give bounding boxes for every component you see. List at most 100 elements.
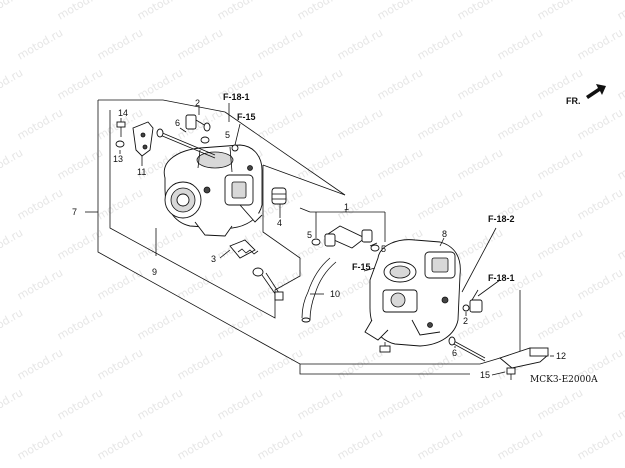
watermark-text: motod.ru xyxy=(535,0,585,23)
watermark-text: motod.ru xyxy=(615,0,625,23)
watermark-text: motod.ru xyxy=(415,426,465,462)
watermark-text: motod.ru xyxy=(55,306,105,342)
callout-14: 14 xyxy=(118,108,128,118)
watermark-text: motod.ru xyxy=(95,26,145,62)
connector-pipe xyxy=(299,207,386,252)
watermark-text: motod.ru xyxy=(335,106,385,142)
ref-f18-2[interactable]: F-18-2 xyxy=(488,214,515,224)
watermark-text: motod.ru xyxy=(615,66,625,102)
parts-top-left xyxy=(115,114,239,159)
watermark-text: motod.ru xyxy=(535,386,585,422)
watermark-text: motod.ru xyxy=(255,106,305,142)
watermark-text: motod.ru xyxy=(0,226,25,262)
watermark-text: motod.ru xyxy=(615,226,625,262)
callout-6-right: 6 xyxy=(452,348,457,358)
watermark-text: motod.ru xyxy=(295,66,345,102)
watermark-text: motod.ru xyxy=(615,386,625,422)
watermark-text: motod.ru xyxy=(615,306,625,342)
ref-f15-top[interactable]: F-15 xyxy=(237,112,256,122)
watermark-text: motod.ru xyxy=(415,186,465,222)
callout-2-right: 2 xyxy=(463,316,468,326)
callout-5-mid: 5 xyxy=(307,230,312,240)
callout-4: 4 xyxy=(277,218,282,228)
diagram-code: MCK3-E2000A xyxy=(530,375,598,385)
watermark-text: motod.ru xyxy=(335,186,385,222)
watermark-text: motod.ru xyxy=(455,146,505,182)
watermark-text: motod.ru xyxy=(335,426,385,462)
watermark-text: motod.ru xyxy=(95,426,145,462)
watermark-text: motod.ru xyxy=(575,106,625,142)
watermark-text: motod.ru xyxy=(335,26,385,62)
watermark-text: motod.ru xyxy=(135,386,185,422)
watermark-text: motod.ru xyxy=(575,26,625,62)
watermark-text: motod.ru xyxy=(375,0,425,23)
watermark-text: motod.ru xyxy=(175,266,225,302)
watermark-text: motod.ru xyxy=(455,0,505,23)
watermark-text: motod.ru xyxy=(15,346,65,382)
callout-labels: 14 13 11 6 2 5 7 4 3 9 1 5 5 10 8 2 6 12… xyxy=(72,98,566,380)
watermark-text: motod.ru xyxy=(15,186,65,222)
callout-8: 8 xyxy=(442,229,447,239)
ref-f18-1-right[interactable]: F-18-1 xyxy=(488,273,515,283)
watermark-text: motod.ru xyxy=(55,386,105,422)
watermark-text: motod.ru xyxy=(135,306,185,342)
watermark-text: motod.ru xyxy=(575,186,625,222)
callout-5-top: 5 xyxy=(225,130,230,140)
callout-6-top: 6 xyxy=(175,118,180,128)
watermark-text: motod.ru xyxy=(375,146,425,182)
callout-5-right: 5 xyxy=(381,244,386,254)
watermark-text: motod.ru xyxy=(295,146,345,182)
watermark-text: motod.ru xyxy=(95,266,145,302)
watermark-text: motod.ru xyxy=(255,346,305,382)
watermark-text: motod.ru xyxy=(0,0,25,23)
watermark-text: motod.ru xyxy=(175,426,225,462)
parts-right xyxy=(448,289,549,380)
parts-left-middle xyxy=(229,187,287,301)
front-direction-arrow xyxy=(586,84,606,99)
ref-f18-1-top[interactable]: F-18-1 xyxy=(223,92,250,102)
watermark-text: motod.ru xyxy=(535,306,585,342)
watermark-text: motod.ru xyxy=(0,66,25,102)
watermark-text: motod.ru xyxy=(95,186,145,222)
watermark-text: motod.ru xyxy=(535,146,585,182)
watermark-text: motod.ru xyxy=(0,306,25,342)
watermark-text: motod.ru xyxy=(175,106,225,142)
ref-f15-mid[interactable]: F-15 xyxy=(352,262,371,272)
watermark-text: motod.ru xyxy=(575,266,625,302)
watermark-text: motod.ru xyxy=(15,426,65,462)
watermark-text: motod.ru xyxy=(215,306,265,342)
callout-10: 10 xyxy=(330,289,340,299)
watermark-text: motod.ru xyxy=(495,26,545,62)
callout-9: 9 xyxy=(152,267,157,277)
watermark-text: motod.ru xyxy=(135,226,185,262)
watermark-text: motod.ru xyxy=(215,386,265,422)
watermark-text: motod.ru xyxy=(495,106,545,142)
carburetor-left xyxy=(163,144,263,237)
watermark-text: motod.ru xyxy=(495,426,545,462)
watermark-text: motod.ru xyxy=(175,26,225,62)
watermark-text: motod.ru xyxy=(15,106,65,142)
callout-12: 12 xyxy=(556,351,566,361)
watermark-text: motod.ru xyxy=(95,346,145,382)
watermark-text: motod.ru xyxy=(535,226,585,262)
watermark-text: motod.ru xyxy=(135,0,185,23)
watermark-text: motod.ru xyxy=(415,106,465,142)
watermark-text: motod.ru xyxy=(15,266,65,302)
assembly-outline xyxy=(85,99,521,375)
callout-3: 3 xyxy=(211,254,216,264)
section-references: F-18-1 F-15 F-18-2 F-15 F-18-1 xyxy=(223,92,515,283)
watermark-text: motod.ru xyxy=(455,66,505,102)
watermark-text: motod.ru xyxy=(415,26,465,62)
watermark-text: motod.ru xyxy=(455,386,505,422)
watermark-text: motod.ru xyxy=(615,146,625,182)
watermark-text: motod.ru xyxy=(0,146,25,182)
leader-lines xyxy=(119,103,554,376)
callout-15: 15 xyxy=(480,370,490,380)
front-direction-label: FR. xyxy=(566,96,581,106)
callout-13: 13 xyxy=(113,154,123,164)
watermark-text: motod.ru xyxy=(175,346,225,382)
watermark-text: motod.ru xyxy=(295,0,345,23)
callout-2-top: 2 xyxy=(195,98,200,108)
